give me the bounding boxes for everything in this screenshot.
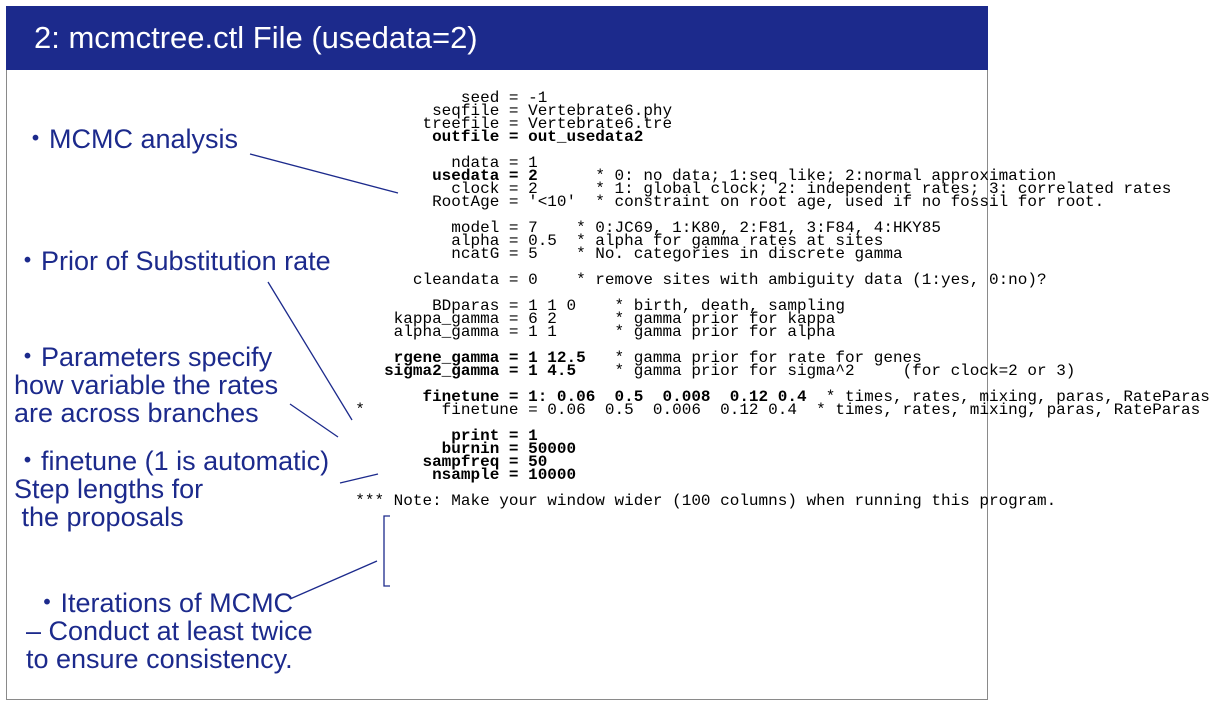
control-file-line-text: BDparas = 1 1 0 * birth, death, sampling [355, 297, 845, 315]
control-file-line: sampfreq = 50 [0, 453, 994, 471]
control-file-line: sigma2_gamma = 1 4.5 * gamma prior for s… [0, 362, 1075, 380]
control-file-line-text: print = 1 [355, 427, 538, 445]
control-file-line-text: rgene_gamma = 1 12.5 [355, 349, 586, 367]
control-file-line-text: ncatG = 5 * No. categories in discrete g… [355, 245, 903, 263]
control-file-line-text: seqfile = Vertebrate6.phy [355, 102, 673, 120]
annotation-finetune: ・finetune (1 is automatic) Step lengths … [14, 446, 330, 532]
control-file-line-text: alpha_gamma = 1 1 * gamma prior for alph… [355, 323, 836, 341]
control-file-line-text: * finetune = 0.06 0.5 0.006 0.12 0.4 * t… [355, 401, 1201, 419]
control-file-line-text: sigma2_gamma = 1 4.5 [355, 362, 577, 380]
control-file-line: treefile = Vertebrate6.tre [0, 115, 994, 133]
control-file-line: *** Note: Make your window wider (100 co… [0, 493, 1056, 509]
control-file-line: ndata = 1 [0, 154, 994, 172]
control-file-line: seqfile = Vertebrate6.phy [0, 102, 994, 120]
control-file-line-text: usedata = 2 [355, 167, 538, 185]
annotation-rate-variation-parameters: ・Parameters specify how variable the rat… [14, 342, 279, 428]
control-file-line-text: sampfreq = 50 [355, 453, 548, 471]
control-file-line-text: *** Note: Make your window wider (100 co… [355, 492, 1057, 510]
control-file-line: clock = 2 * 1: global clock; 2: independ… [0, 181, 1171, 197]
control-file-line: cleandata = 0 * remove sites with ambigu… [0, 272, 1047, 288]
control-file-line-text: treefile = Vertebrate6.tre [355, 115, 673, 133]
control-file-line-text: model = 7 * 0:JC69, 1:K80, 2:F81, 3:F84,… [355, 219, 941, 237]
annotation-mcmc-iterations: ・Iterations of MCMC – Conduct at least t… [26, 588, 313, 674]
control-file-line-text: burnin = 50000 [355, 440, 577, 458]
control-file-line: outfile = out_usedata2 [0, 128, 994, 146]
control-file-line: nsample = 10000 [0, 466, 994, 484]
control-file-line: usedata = 2 * 0: no data; 1:seq like; 2:… [0, 167, 1056, 185]
control-file-line: kappa_gamma = 6 2 * gamma prior for kapp… [0, 310, 994, 328]
control-file-line: model = 7 * 0:JC69, 1:K80, 2:F81, 3:F84,… [0, 219, 994, 237]
control-file-line: alpha = 0.5 * alpha for gamma rates at s… [0, 232, 994, 250]
control-file-line-text: ndata = 1 [355, 154, 538, 172]
slide: 2: mcmctree.ctl File (usedata=2) ・MCMC a… [0, 6, 1210, 700]
control-file-line-comment: * gamma prior for rate for genes [585, 349, 922, 367]
control-file-line-text: cleandata = 0 * remove sites with ambigu… [355, 271, 1047, 289]
control-file-line: print = 1 [0, 427, 994, 445]
control-file-line-text: nsample = 10000 [355, 466, 577, 484]
control-file-line-text: kappa_gamma = 6 2 * gamma prior for kapp… [355, 310, 836, 328]
control-file-line: seed = -1 [0, 89, 994, 107]
control-file-line: finetune = 1: 0.06 0.5 0.008 0.12 0.4 * … [0, 388, 1209, 406]
control-file-listing: seed = -1 seqfile = Vertebrate6.phy tree… [0, 89, 1210, 509]
control-file-line: * finetune = 0.06 0.5 0.006 0.12 0.4 * t… [0, 402, 1200, 418]
control-file-line-text: finetune = 1: 0.06 0.5 0.008 0.12 0.4 [355, 388, 807, 406]
slide-frame [6, 70, 988, 700]
control-file-line: RootAge = '<10' * constraint on root age… [0, 194, 1104, 210]
annotation-prior-substitution-rate: ・Prior of Substitution rate [14, 246, 331, 276]
control-file-line: burnin = 50000 [0, 440, 994, 458]
slide-title: 2: mcmctree.ctl File (usedata=2) [6, 6, 988, 70]
control-file-line: rgene_gamma = 1 12.5 * gamma prior for r… [0, 349, 994, 367]
control-file-line: alpha_gamma = 1 1 * gamma prior for alph… [0, 323, 994, 341]
control-file-line-comment: * gamma prior for sigma^2 (for clock=2 o… [576, 362, 1076, 380]
control-file-line: ncatG = 5 * No. categories in discrete g… [0, 245, 994, 263]
control-file-line: BDparas = 1 1 0 * birth, death, sampling [0, 297, 994, 315]
control-file-line-text: clock = 2 * 1: global clock; 2: independ… [355, 180, 1172, 198]
control-file-line-text: seed = -1 [355, 89, 548, 107]
control-file-line-text: RootAge = '<10' * constraint on root age… [355, 193, 1105, 211]
annotation-mcmc-analysis: ・MCMC analysis [22, 124, 239, 154]
control-file-line-text: alpha = 0.5 * alpha for gamma rates at s… [355, 232, 884, 250]
control-file-line-text: outfile = out_usedata2 [355, 128, 644, 146]
control-file-line-comment: * 0: no data; 1:seq like; 2:normal appro… [537, 167, 1057, 185]
control-file-line-comment: * times, rates, mixing, paras, RateParas [806, 388, 1210, 406]
